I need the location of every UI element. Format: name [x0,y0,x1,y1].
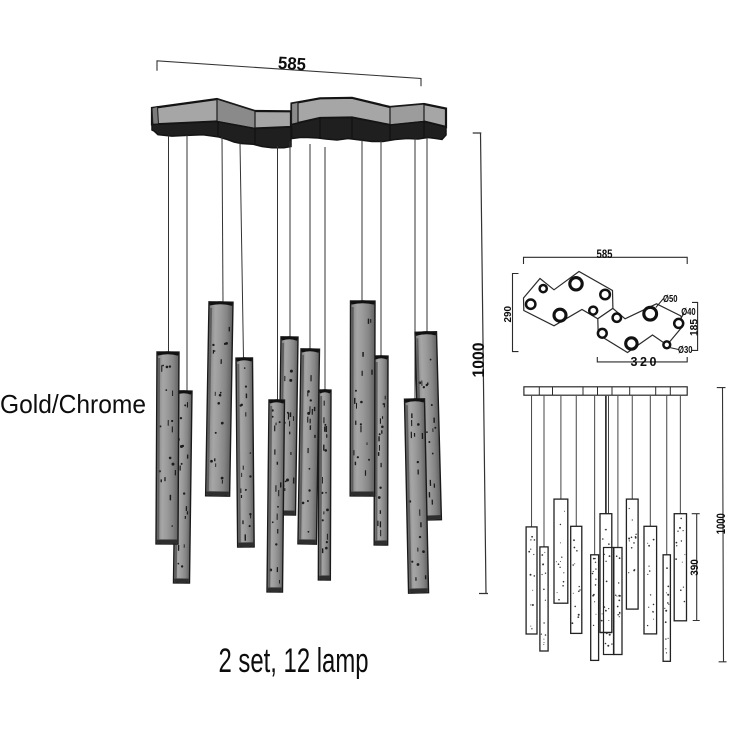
svg-text:290: 290 [502,306,514,323]
svg-text:Ø40: Ø40 [681,306,696,318]
svg-text:2 set, 12 lamp: 2 set, 12 lamp [219,642,369,680]
svg-text:Ø50: Ø50 [663,293,678,305]
svg-text:585: 585 [597,249,614,261]
svg-text:Ø30: Ø30 [678,344,693,356]
svg-text:1000: 1000 [470,343,488,378]
svg-text:585: 585 [277,53,307,75]
svg-text:390: 390 [689,559,701,576]
svg-text:320: 320 [631,355,657,369]
svg-text:1000: 1000 [714,513,728,534]
svg-text:Gold/Chrome: Gold/Chrome [0,389,146,419]
svg-text:185: 185 [689,319,701,336]
